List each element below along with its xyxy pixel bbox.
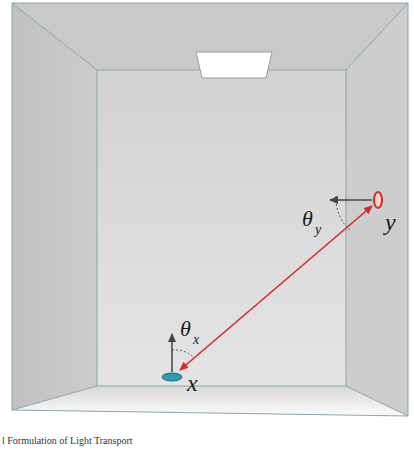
right-wall bbox=[346, 3, 408, 416]
angle-symbol: θ bbox=[180, 318, 191, 340]
ceiling-light bbox=[196, 52, 272, 78]
normal-arrow bbox=[171, 334, 173, 372]
point-label: y bbox=[385, 210, 396, 234]
angle-subscript: x bbox=[193, 333, 199, 347]
point-label: x bbox=[187, 371, 198, 395]
surface-patch-y bbox=[374, 192, 382, 208]
angle-arc bbox=[172, 350, 194, 358]
surface-patch-x bbox=[162, 373, 182, 381]
caption-fragment: l Formulation of Light Transport bbox=[2, 436, 133, 446]
normal-arrow bbox=[330, 199, 372, 201]
light-ray bbox=[180, 206, 372, 370]
floor bbox=[12, 386, 408, 416]
angle-symbol: θ bbox=[302, 208, 313, 230]
room-edges bbox=[12, 3, 408, 416]
left-wall bbox=[12, 3, 97, 410]
angle-arc bbox=[336, 196, 350, 230]
angle-subscript: y bbox=[315, 223, 321, 237]
back-wall bbox=[97, 70, 346, 386]
